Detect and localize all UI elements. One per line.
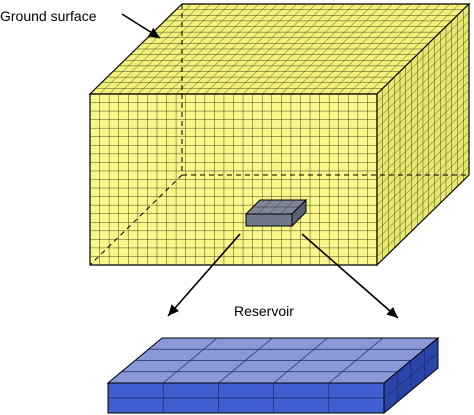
ground-surface-label: Ground surface: [0, 8, 97, 24]
side-grid-hline: [376, 149, 470, 240]
side-grid-hline: [376, 20, 470, 112]
side-grid-hline: [376, 132, 470, 223]
reservoir-arrow-left-head: [168, 304, 180, 316]
reservoir-arrow-right-line: [301, 233, 399, 319]
side-grid-hline: [376, 106, 470, 197]
side-grid-hline: [376, 12, 470, 103]
reservoir-inset-block: [106, 336, 440, 415]
reservoir-label: Reservoir: [234, 303, 294, 319]
side-grid-hline: [376, 97, 470, 189]
side-grid-hline: [376, 29, 470, 120]
side-grid-hline: [376, 72, 470, 163]
inset-side-grid-hline: [383, 352, 439, 399]
side-grid-hline: [376, 80, 470, 172]
ground-surface-arrow-head: [148, 27, 160, 38]
side-grid-hline: [376, 114, 470, 206]
side-grid-hline: [376, 46, 470, 137]
reservoir-arrow-left-line: [167, 233, 241, 317]
side-grid-hline: [376, 157, 470, 249]
embedded-front: [245, 213, 293, 227]
grid-block: [88, 2, 471, 267]
side-grid-hline: [376, 55, 470, 146]
embedded-reservoir-block: [244, 198, 308, 228]
side-grid-hline: [376, 89, 470, 180]
hidden-edges: [89, 4, 469, 266]
side-grid-hline: [376, 123, 470, 214]
side-grid-hline: [376, 166, 470, 257]
arrows: [121, 13, 399, 319]
side-grid-hline: [376, 38, 470, 129]
hidden-edge-left-bottom: [89, 174, 183, 266]
side-grid-hline: [376, 63, 470, 155]
side-grid-hline: [376, 140, 470, 231]
reservoir-arrow-right-head: [386, 306, 398, 318]
embedded-side: [291, 198, 307, 228]
